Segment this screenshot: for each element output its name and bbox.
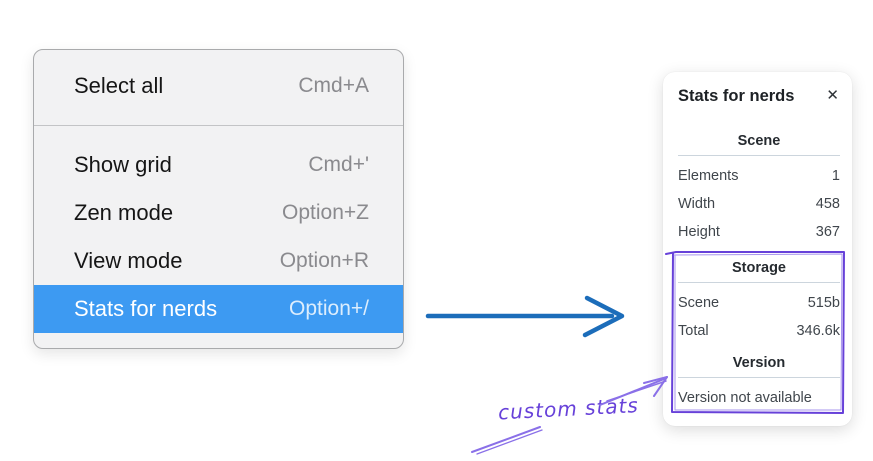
annotation-custom-stats: custom stats bbox=[497, 393, 640, 425]
menu-item-shortcut: Cmd+A bbox=[298, 74, 369, 97]
stat-label: Elements bbox=[678, 168, 739, 184]
menu-item-label: Show grid bbox=[74, 152, 172, 177]
section-divider bbox=[678, 282, 840, 283]
menu-item-shortcut: Cmd+' bbox=[308, 153, 369, 176]
section-divider bbox=[678, 377, 840, 378]
menu-item-stats-for-nerds[interactable]: Stats for nerds Option+/ bbox=[34, 285, 403, 333]
menu-item-select-all[interactable]: Select all Cmd+A bbox=[34, 62, 403, 110]
stat-value: 367 bbox=[815, 224, 840, 240]
stat-row-scene-storage: Scene 515b bbox=[678, 289, 840, 317]
stats-section-version: Version Version not available bbox=[678, 353, 840, 412]
stat-value: 515b bbox=[807, 295, 840, 311]
section-heading: Scene bbox=[737, 133, 781, 149]
stats-section-scene: Scene Elements 1 Width 458 Height 367 bbox=[678, 131, 840, 246]
stat-label: Scene bbox=[678, 295, 720, 311]
stat-row-height: Height 367 bbox=[678, 218, 840, 246]
menu-item-label: View mode bbox=[74, 248, 183, 273]
stat-value: 346.6k bbox=[796, 323, 840, 339]
menu-item-view-mode[interactable]: View mode Option+R bbox=[34, 237, 403, 285]
stat-value: 1 bbox=[831, 168, 840, 184]
section-divider bbox=[678, 155, 840, 156]
stat-row-total-storage: Total 346.6k bbox=[678, 317, 840, 345]
menu-item-shortcut: Option+R bbox=[279, 249, 369, 272]
section-heading: Version bbox=[732, 355, 786, 371]
section-heading: Storage bbox=[732, 260, 786, 276]
stat-row-elements: Elements 1 bbox=[678, 162, 840, 190]
menu-item-label: Stats for nerds bbox=[74, 296, 218, 321]
annotation-tail-stroke-icon bbox=[471, 426, 543, 455]
stats-panel: Stats for nerds ✕ Scene Elements 1 Width… bbox=[663, 72, 852, 426]
stat-label: Height bbox=[678, 224, 720, 240]
stats-panel-header: Stats for nerds ✕ bbox=[678, 85, 840, 107]
close-icon[interactable]: ✕ bbox=[825, 85, 840, 107]
stat-value: 458 bbox=[815, 196, 840, 212]
context-menu: Select all Cmd+A Show grid Cmd+' Zen mod… bbox=[33, 49, 404, 349]
menu-item-label: Zen mode bbox=[74, 200, 174, 225]
stat-row-width: Width 458 bbox=[678, 190, 840, 218]
stat-label: Width bbox=[678, 196, 716, 212]
menu-divider bbox=[34, 125, 403, 126]
version-note: Version not available bbox=[678, 390, 812, 406]
stats-panel-title: Stats for nerds bbox=[678, 87, 795, 105]
stats-section-storage: Storage Scene 515b Total 346.6k bbox=[678, 258, 840, 345]
arrow-menu-to-panel-icon bbox=[425, 295, 625, 338]
menu-item-zen-mode[interactable]: Zen mode Option+Z bbox=[34, 189, 403, 237]
menu-item-shortcut: Option+Z bbox=[282, 201, 369, 224]
menu-item-show-grid[interactable]: Show grid Cmd+' bbox=[34, 141, 403, 189]
stat-label: Total bbox=[678, 323, 709, 339]
menu-item-shortcut: Option+/ bbox=[289, 297, 369, 320]
menu-item-label: Select all bbox=[74, 73, 164, 98]
